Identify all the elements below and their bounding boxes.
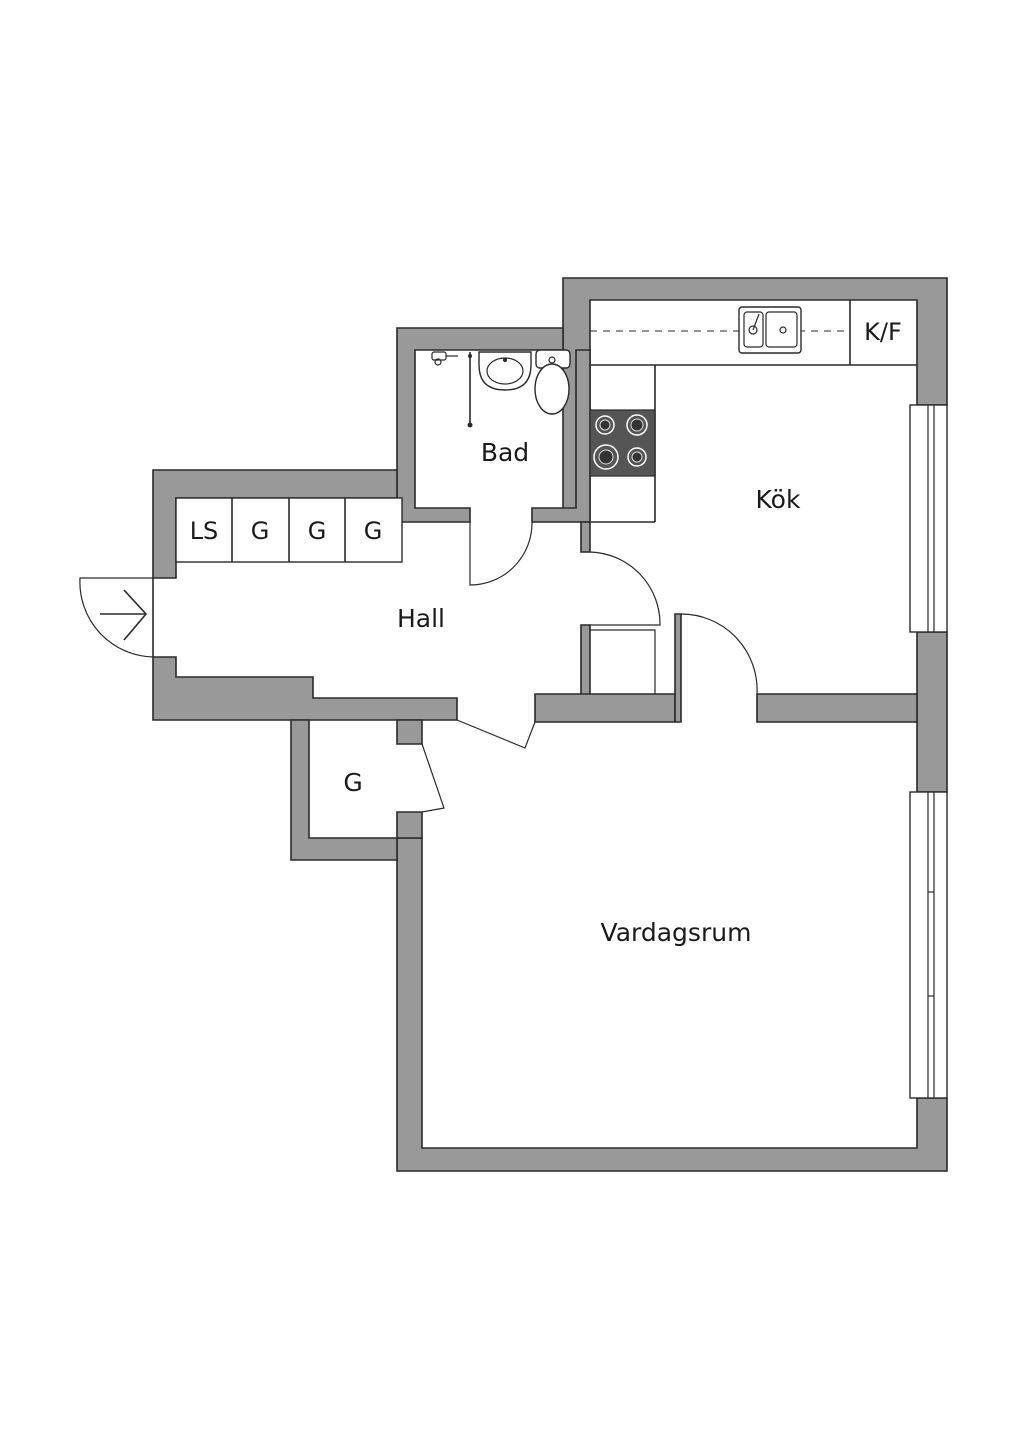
wall-bathroom [396, 327, 564, 523]
closet-door [421, 743, 445, 813]
wall-partition-a [580, 521, 591, 553]
bathroom-fixtures [431, 349, 571, 428]
cabinet-label-g2: G [308, 517, 327, 545]
entrance-arrow-icon [100, 589, 148, 641]
wall-closet-stub-top [396, 719, 423, 745]
cabinet-label-g3: G [364, 517, 383, 545]
labels: Hall Bad Kök Vardagsrum G LS G G G K/F [190, 318, 902, 947]
room-label-closet: G [343, 768, 362, 797]
living-door [680, 613, 758, 695]
kitchen-stove [589, 409, 656, 477]
cabinet-label-ls: LS [190, 517, 219, 545]
kitchen-fixtures [589, 300, 917, 694]
room-label-kok: Kök [756, 485, 801, 514]
wall-east-middle [916, 631, 948, 793]
hall-living-door [456, 719, 536, 749]
kitchen-unit-label: K/F [864, 318, 902, 346]
wall-closet-stub-bottom [396, 811, 423, 839]
hall-cabinet [590, 629, 656, 694]
toilet [534, 349, 571, 415]
windows [909, 404, 948, 1099]
wall-east-lower [396, 837, 948, 1172]
wall-kitchen-stub [674, 613, 682, 723]
wall-kitchen-living [756, 693, 918, 723]
room-label-hall: Hall [397, 604, 445, 633]
room-label-vardagsrum: Vardagsrum [601, 918, 752, 947]
cabinet-label-g1: G [251, 517, 270, 545]
wall-partition-b [580, 624, 591, 699]
doors [79, 521, 758, 813]
kitchen-door [589, 551, 661, 626]
room-label-bad: Bad [481, 438, 529, 467]
bathroom-door [469, 521, 533, 586]
hall-cabinets [175, 497, 403, 563]
entrance-door [79, 577, 154, 658]
washbasin [478, 351, 532, 391]
shower-tap [431, 351, 458, 366]
walls [152, 277, 948, 1172]
wall-hall-west-south [152, 656, 458, 721]
kitchen-sink [738, 306, 802, 354]
wall-hall-south [534, 693, 676, 723]
